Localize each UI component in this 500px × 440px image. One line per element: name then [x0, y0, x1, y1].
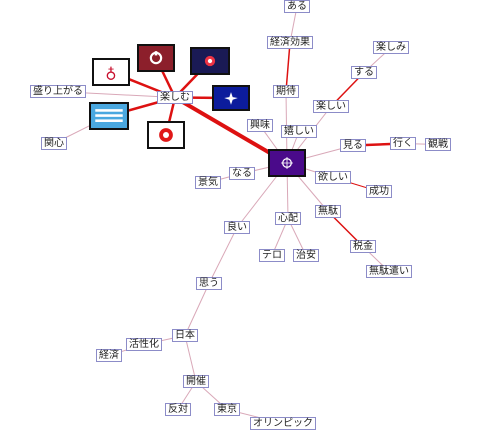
- node-nihon: 日本: [172, 329, 198, 342]
- node-hantai: 反対: [165, 403, 191, 416]
- node-kansen: 観戦: [425, 138, 451, 151]
- node-yoi: 良い: [224, 221, 250, 234]
- node-ureshii: 嬉しい: [281, 125, 317, 138]
- node-tero: テロ: [259, 249, 285, 262]
- node-suru: する: [351, 66, 377, 79]
- node-kanshin: 関心: [41, 137, 67, 150]
- node-iku: 行く: [390, 137, 416, 150]
- node-keizai-kouka: 経済効果: [267, 36, 313, 49]
- node-olympic: オリンピック: [250, 417, 316, 430]
- node-tanoshii: 楽しい: [313, 100, 349, 113]
- node-naru: なる: [229, 167, 255, 180]
- node-chian: 治安: [293, 249, 319, 262]
- node-keiki: 景気: [195, 176, 221, 189]
- node-mudazukai: 無駄遣い: [366, 265, 412, 278]
- node-shinpai: 心配: [275, 212, 301, 225]
- svg-text:♁: ♁: [105, 64, 116, 82]
- node-muda: 無駄: [315, 205, 341, 218]
- edge-24: [208, 227, 238, 284]
- node-omou: 思う: [196, 277, 222, 290]
- node-kasseika: 活性化: [126, 338, 162, 351]
- node-zeikin: 税金: [350, 240, 376, 253]
- node-moriagaru: 盛り上がる: [30, 85, 86, 98]
- edge-27: [184, 335, 197, 382]
- tokyo-emblem-flag-icon: ♁: [92, 58, 130, 86]
- osaka-flag-icon: [190, 47, 230, 75]
- center-prefecture-flag-icon: [268, 149, 306, 177]
- kyoto-flag-icon: [137, 44, 175, 72]
- node-kaisai: 開催: [183, 375, 209, 388]
- node-toukyou: 東京: [214, 403, 240, 416]
- node-tanoshimu: 楽しむ: [157, 91, 193, 104]
- node-kitai: 期待: [273, 85, 299, 98]
- edge-25: [184, 283, 210, 336]
- nara-flag-icon: [147, 121, 185, 149]
- node-keizai: 経済: [96, 349, 122, 362]
- node-seikou: 成功: [366, 185, 392, 198]
- node-tanoshimi: 楽しみ: [373, 41, 409, 54]
- node-kyoumi: 興味: [247, 119, 273, 132]
- node-miru: 見る: [340, 139, 366, 152]
- node-aru: ある: [284, 0, 310, 13]
- hyogo-flag-icon: [212, 85, 250, 111]
- node-hoshii: 欲しい: [315, 171, 351, 184]
- edge-1: [285, 42, 291, 92]
- fukuoka-flag-icon: [89, 102, 129, 130]
